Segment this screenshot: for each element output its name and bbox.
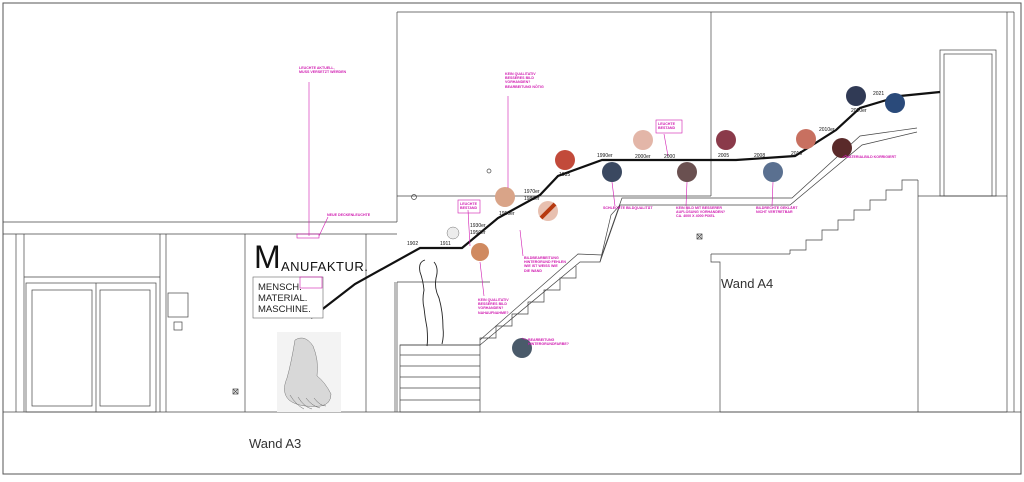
subtitle-line-maschine: MASCHINE. [258,304,311,315]
wall-a3-label: Wand A3 [249,436,302,451]
note-foto-qualitaet: KEIN QUALITATIV BESSERES BILD VORHANDEN?… [505,72,544,89]
year-label: 2000er [635,154,651,160]
year-label: 2005 [718,153,730,159]
person-silhouette [419,259,444,347]
wall-a4-label: Wand A4 [721,276,774,291]
year-label: 2008 [754,153,766,159]
year-label: 2021 [873,91,885,97]
year-label: 2020er [851,108,867,114]
note-nahaufnahme: KEIN QUALITATIV BESSERES BILD VORHANDEN?… [478,298,509,315]
year-label: 1980er [524,196,540,202]
note-leuchte-bestand: LEUCHTE BESTAND [658,122,676,131]
note-aufloesung: KEIN BILD MIT BESSERER AUFLÖSUNG VORHAND… [676,206,726,219]
year-label: 1985 [559,172,571,178]
year-label: 1911 [440,241,451,247]
note-leuchte-aktuell: LEUCHTE AKTUELL, MUSS VERSETZT WERDEN [299,66,347,75]
note-leuchte-bestand: LEUCHTE BESTAND [460,202,478,211]
year-label: 1930er [470,223,486,229]
manufaktur-panel [252,276,324,319]
year-label: 1902 [407,241,419,247]
year-label: 2010 [791,151,803,157]
year-label: 1990er [597,153,613,159]
manufaktur-title: ANUFAKTUR. [281,259,369,274]
year-label: 2010er [819,127,835,133]
note-schlechte-bildqualitaet: SCHLECHTE BILDQUALITÄT [603,206,653,210]
subtitle-line-mensch: MENSCH. [258,282,302,293]
manufaktur-initial: M [254,239,281,275]
note-bildbearbeitung: BILDBEARBEITUNG HINTERGRUND FEHLEN WIE I… [524,256,566,273]
note-hintergrundfarbe: BEARBEITUNG HINTERGRUNDFARBE? [528,338,569,347]
manufaktur-subtitle: MENSCH. MATERIAL. MASCHINE. [258,282,311,315]
note-bildrechte: BILDRECHTE GEKLÄRT NICHT VERTRETBAR [756,206,798,215]
subtitle-line-material: MATERIAL. [258,293,308,304]
note-materialbild: MATERIALBILD KORRIGIERT [846,155,897,159]
note-neue-deckenleuchte: NEUE DECKENLEUCHTE [327,213,371,217]
timeline-image-circles [446,86,905,358]
year-label: 2000 [664,154,676,160]
year-label: 1970er [524,189,540,195]
year-label: 1950er [470,230,486,236]
year-label: 1950er [499,211,515,217]
